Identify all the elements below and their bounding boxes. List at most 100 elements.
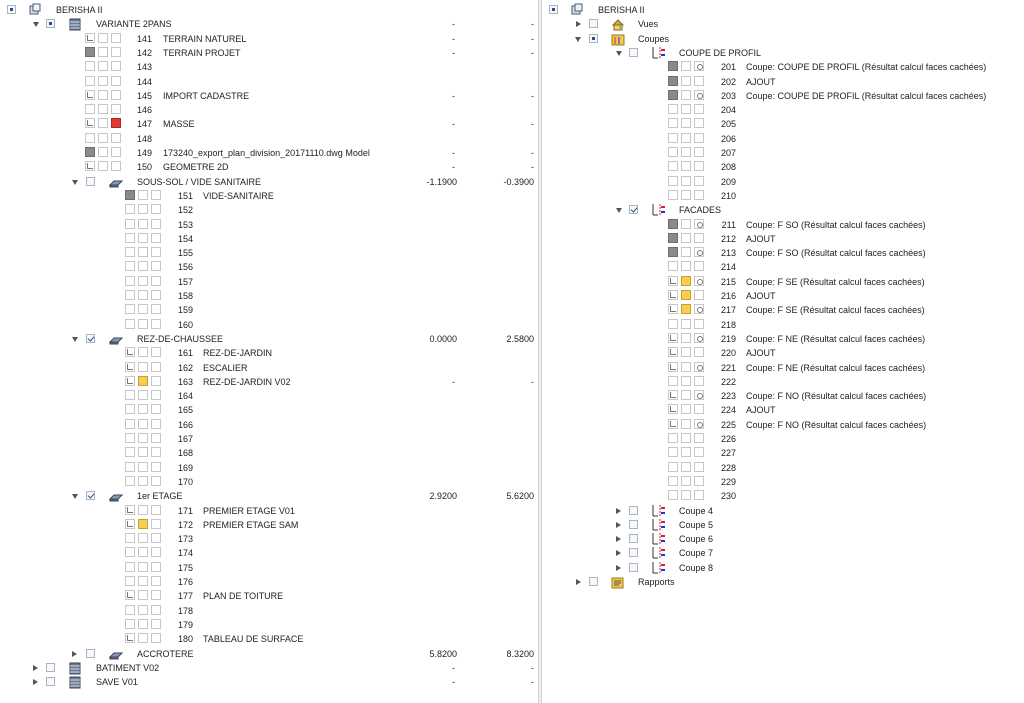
tree-row[interactable]: 214 bbox=[542, 260, 1024, 274]
tree-row[interactable]: Coupes bbox=[542, 32, 1024, 46]
gear-icon[interactable] bbox=[694, 304, 704, 315]
plan-layer-icon[interactable] bbox=[668, 290, 678, 300]
plan-layer-icon[interactable] bbox=[668, 347, 678, 358]
plan-layer-icon[interactable] bbox=[125, 590, 135, 601]
tree-row[interactable]: 164 bbox=[0, 389, 538, 403]
visibility-checkbox[interactable] bbox=[589, 33, 598, 43]
tree-row[interactable]: 156 bbox=[0, 260, 538, 274]
plan-layer-icon[interactable] bbox=[85, 118, 95, 129]
tree-row[interactable]: SOUS-SOL / VIDE SANITAIRE-1.1900-0.3900 bbox=[0, 175, 538, 189]
expand-arrow-icon[interactable] bbox=[72, 650, 77, 657]
tree-row[interactable]: 160 bbox=[0, 318, 538, 332]
tree-row[interactable]: 206 bbox=[542, 132, 1024, 146]
plan-layer-icon[interactable] bbox=[668, 361, 678, 372]
tree-row[interactable]: Rapports bbox=[542, 575, 1024, 589]
tree-row[interactable]: Coupe 4 bbox=[542, 504, 1024, 518]
tree-row[interactable]: 176 bbox=[0, 575, 538, 589]
tree-row[interactable]: 144 bbox=[0, 75, 538, 89]
tree-row[interactable]: 165 bbox=[0, 403, 538, 417]
tree-row[interactable]: 229 bbox=[542, 475, 1024, 489]
tree-row[interactable]: Coupe 7 bbox=[542, 546, 1024, 560]
modified-layer-icon[interactable] bbox=[138, 518, 148, 529]
tree-row[interactable]: Coupe 6 bbox=[542, 532, 1024, 546]
gear-icon[interactable] bbox=[694, 89, 704, 100]
expand-arrow-icon[interactable] bbox=[616, 564, 621, 571]
tree-row[interactable]: 218 bbox=[542, 318, 1024, 332]
tree-row[interactable]: 205 bbox=[542, 117, 1024, 131]
tree-row[interactable]: 178 bbox=[0, 604, 538, 618]
visibility-checkbox[interactable] bbox=[86, 648, 95, 658]
gear-icon[interactable] bbox=[694, 332, 704, 343]
tree-row[interactable]: 167 bbox=[0, 432, 538, 446]
gear-icon[interactable] bbox=[694, 218, 704, 229]
plan-layer-icon[interactable] bbox=[668, 332, 678, 343]
expand-arrow-icon[interactable] bbox=[576, 21, 581, 28]
visibility-checkbox[interactable] bbox=[46, 677, 55, 687]
image-layer-icon[interactable] bbox=[668, 218, 678, 229]
tree-row[interactable]: 230 bbox=[542, 489, 1024, 503]
visibility-checkbox[interactable] bbox=[629, 548, 638, 558]
tree-row[interactable]: Coupe 8 bbox=[542, 561, 1024, 575]
gear-icon[interactable] bbox=[694, 275, 704, 286]
gear-icon[interactable] bbox=[694, 418, 704, 429]
tree-row[interactable]: 173 bbox=[0, 532, 538, 546]
expand-arrow-icon[interactable] bbox=[616, 521, 621, 528]
modified-layer-icon[interactable] bbox=[681, 275, 691, 286]
collapse-arrow-icon[interactable] bbox=[72, 179, 78, 185]
plan-layer-icon[interactable] bbox=[85, 32, 95, 43]
tree-row[interactable]: BERISHA II bbox=[542, 3, 1024, 17]
gear-icon[interactable] bbox=[694, 61, 704, 72]
plan-layer-icon[interactable] bbox=[85, 89, 95, 100]
plan-layer-icon[interactable] bbox=[85, 161, 95, 172]
visibility-checkbox[interactable] bbox=[629, 47, 638, 57]
tree-row[interactable]: Coupe 5 bbox=[542, 518, 1024, 532]
visibility-checkbox[interactable] bbox=[86, 176, 95, 186]
tree-row[interactable]: 155 bbox=[0, 246, 538, 260]
plan-layer-icon[interactable] bbox=[668, 418, 678, 429]
tree-row[interactable]: 208 bbox=[542, 160, 1024, 174]
tree-row[interactable]: 168 bbox=[0, 446, 538, 460]
tree-row[interactable]: SAVE V01-- bbox=[0, 675, 538, 689]
plan-layer-icon[interactable] bbox=[125, 347, 135, 358]
tree-row[interactable]: 158 bbox=[0, 289, 538, 303]
plan-layer-icon[interactable] bbox=[668, 404, 678, 415]
tree-row[interactable]: 170 bbox=[0, 475, 538, 489]
tree-row[interactable]: 204 bbox=[542, 103, 1024, 117]
image-layer-icon[interactable] bbox=[85, 46, 95, 57]
image-layer-icon[interactable] bbox=[125, 189, 135, 200]
tree-row[interactable]: 153 bbox=[0, 218, 538, 232]
tree-row[interactable]: Vues bbox=[542, 17, 1024, 31]
collapse-arrow-icon[interactable] bbox=[616, 50, 622, 56]
tree-row[interactable]: BERISHA II bbox=[0, 3, 538, 17]
plan-layer-icon[interactable] bbox=[125, 361, 135, 372]
expand-arrow-icon[interactable] bbox=[616, 507, 621, 514]
tree-row[interactable]: 179 bbox=[0, 618, 538, 632]
tree-row[interactable]: 166 bbox=[0, 418, 538, 432]
collapse-arrow-icon[interactable] bbox=[575, 36, 581, 42]
tree-row[interactable]: 175 bbox=[0, 561, 538, 575]
tree-row[interactable]: 226 bbox=[542, 432, 1024, 446]
tree-row[interactable]: 148 bbox=[0, 132, 538, 146]
